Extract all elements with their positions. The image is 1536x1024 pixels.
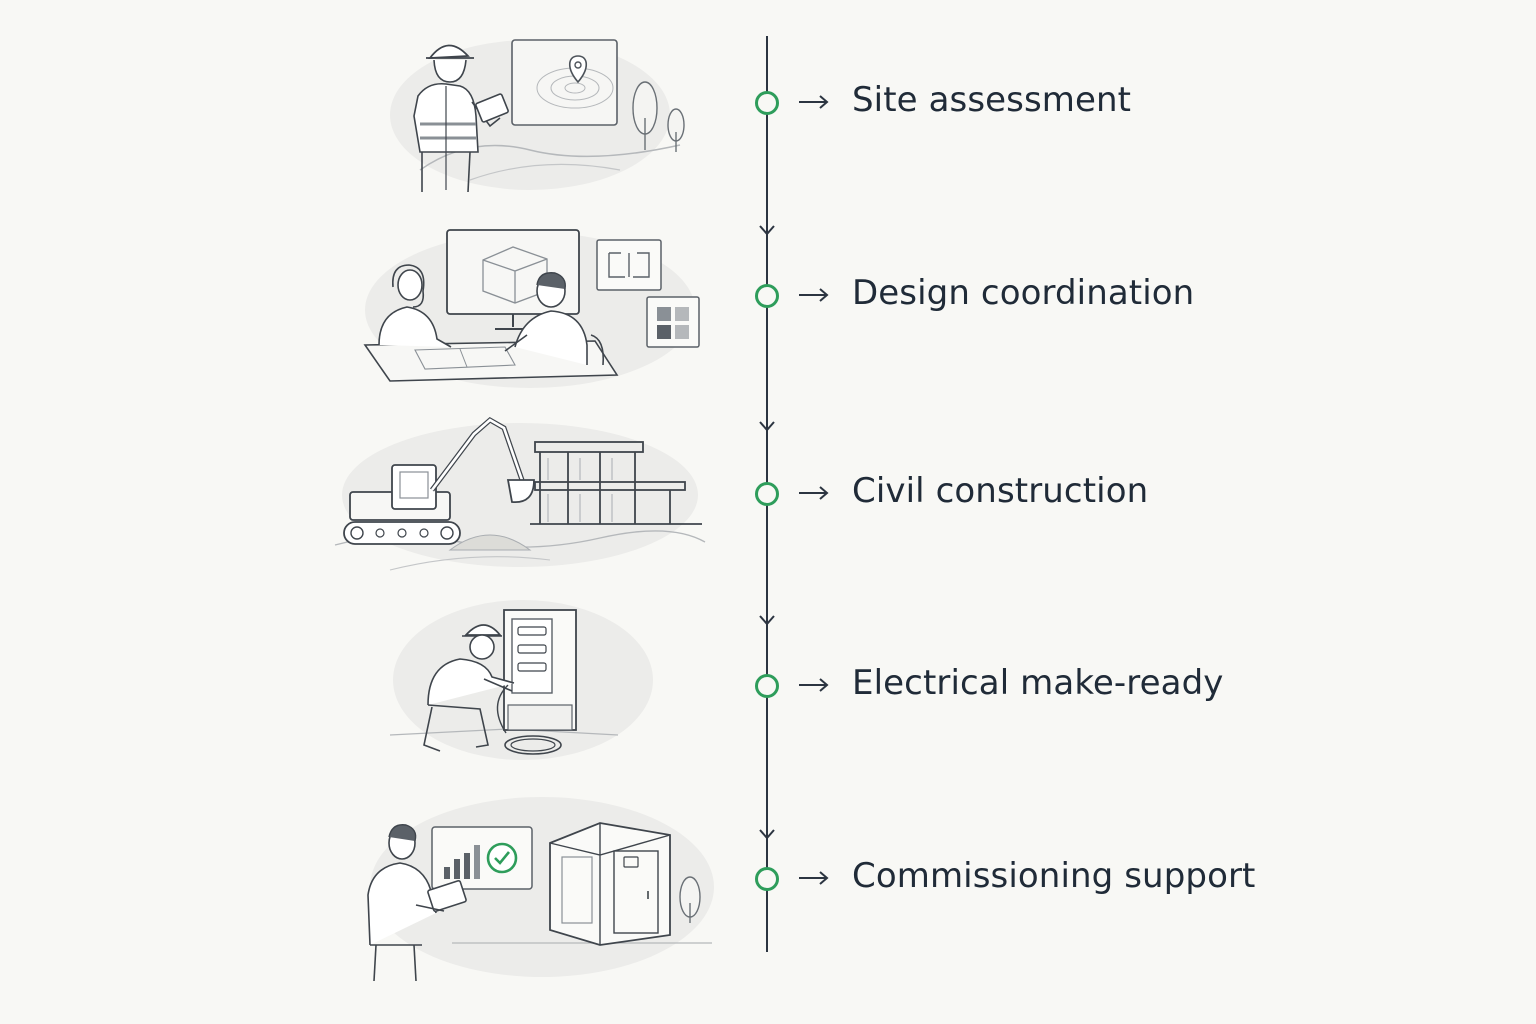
design-team-icon [355, 215, 715, 395]
commissioning-check-icon [352, 795, 722, 985]
step-design-coordination: Design coordination [0, 266, 1536, 326]
right-arrow-icon [799, 486, 829, 500]
down-arrow-icon [759, 421, 775, 432]
step-node [755, 482, 779, 506]
right-arrow-icon [799, 678, 829, 692]
step-civil-construction: Civil construction [0, 464, 1536, 524]
step-commissioning-support: Commissioning support [0, 849, 1536, 909]
step-node [755, 867, 779, 891]
right-arrow-icon [799, 288, 829, 302]
electrician-panel-icon [388, 595, 658, 765]
step-node [755, 674, 779, 698]
down-arrow-icon [759, 225, 775, 236]
down-arrow-icon [759, 615, 775, 626]
step-node [755, 91, 779, 115]
step-label: Design coordination [852, 273, 1195, 313]
step-electrical-make-ready: Electrical make-ready [0, 656, 1536, 716]
step-label: Electrical make-ready [852, 663, 1224, 703]
step-label: Commissioning support [852, 856, 1256, 896]
step-node [755, 284, 779, 308]
step-site-assessment: Site assessment [0, 73, 1536, 133]
surveyor-map-icon [380, 20, 710, 200]
excavator-building-icon [330, 410, 710, 580]
step-label: Civil construction [852, 471, 1149, 511]
right-arrow-icon [799, 95, 829, 109]
step-label: Site assessment [852, 80, 1132, 120]
right-arrow-icon [799, 871, 829, 885]
down-arrow-icon [759, 829, 775, 840]
